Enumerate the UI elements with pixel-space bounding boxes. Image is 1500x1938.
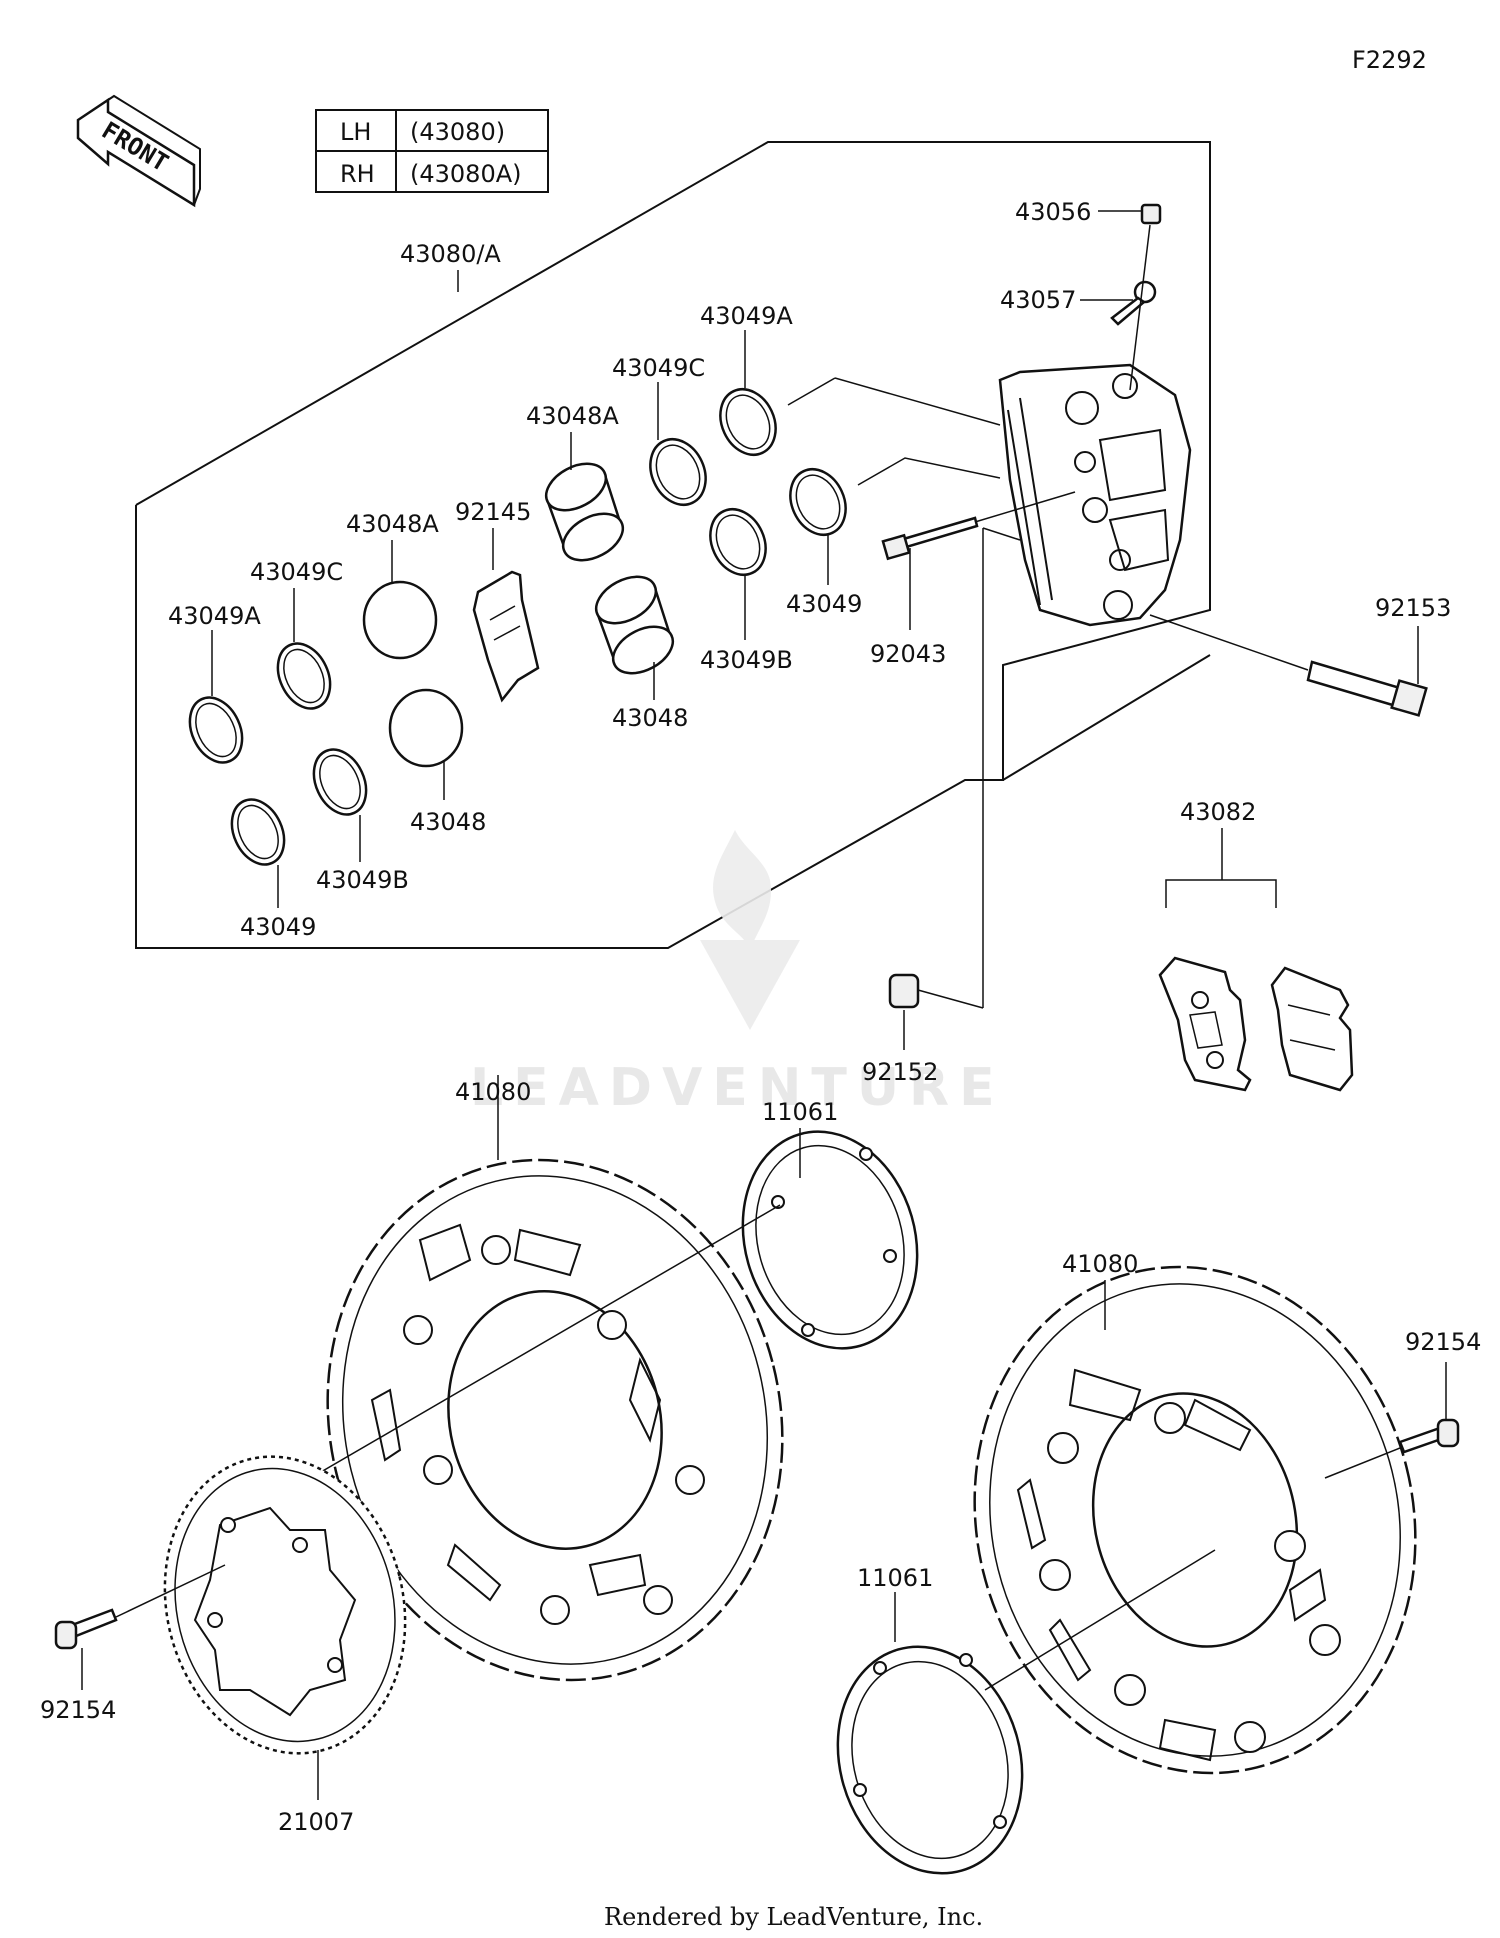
label-shim-right: 11061 [857,1564,933,1592]
seal-43049a-top: 43049A [700,302,793,456]
piston-43048-left: 43048 [388,688,486,836]
label-disc-bolt-left: 92154 [40,1696,116,1724]
label-pad-spring: 92145 [455,498,531,526]
assembly-outline [135,141,1211,949]
seal-43049a-left: 43049A [168,602,261,764]
label-disc-left: 41080 [455,1078,531,1106]
label-seal-a-top: 43049A [700,302,793,330]
watermark-logo: LEADVENTURE [470,830,1005,1118]
bleeder-valve: 43057 [1000,224,1157,391]
front-arrow-icon: FRONT [76,94,201,208]
label-seal-right: 43049 [786,590,862,618]
footer-credit: Rendered by LeadVenture, Inc. [604,1903,983,1931]
label-disc-right: 41080 [1062,1250,1138,1278]
table-part-rh: (43080A) [410,160,522,188]
seal-43049c-top: 43049C [612,354,707,506]
diagram-code: F2292 [1352,46,1427,74]
watermark-text: LEADVENTURE [470,1058,1005,1118]
label-seal-left: 43049 [240,913,316,941]
piston-43048-right: 43048 [594,575,688,732]
label-piston-left: 43048 [410,808,486,836]
table-side-rh: RH [340,160,375,188]
collar: 92152 [862,527,1021,1086]
piston-43048a-top: 43048A [526,402,625,562]
seal-43049b-right: 43049B [700,508,793,674]
label-pad-set: 43082 [1180,798,1256,826]
assembly-table: LH (43080) RH (43080A) [315,109,549,193]
pad-spring: 92145 [455,498,540,703]
caliper-body [998,363,1192,627]
shim-right: 11061 [836,1564,1024,1875]
label-piston-a-left: 43048A [346,510,439,538]
abs-sensor-rotor: 21007 [163,1455,407,1836]
label-seal-b-left: 43049B [316,866,409,894]
label-bleeder-cap: 43056 [1015,198,1091,226]
seal-43049b-left: 43049B [312,748,409,894]
caliper-bolt: 92153 [1149,594,1451,717]
label-seal-a-left: 43049A [168,602,261,630]
label-collar: 92152 [862,1058,938,1086]
shim-left: 11061 [741,1098,919,1350]
seal-43049-left: 43049 [230,798,316,941]
label-seal-b-right: 43049B [700,646,793,674]
seal-43049c-left: 43049C [250,558,343,710]
label-assembly: 43080/A [400,240,501,268]
table-part-lh: (43080) [410,118,505,146]
bleeder-cap: 43056 [1015,198,1162,226]
pad-pin: 92043 [870,491,1076,668]
brake-pad-set: 43082 [1158,798,1354,1092]
table-side-lh: LH [340,118,371,146]
brake-disc-right: 41080 [973,1250,1417,1775]
label-seal-c-left: 43049C [250,558,343,586]
brake-disc-left: 41080 [326,1075,784,1682]
assembly-outline-inner [1002,654,1211,781]
label-pad-pin: 92043 [870,640,946,668]
disc-bolt-left: 92154 [40,1564,226,1724]
label-piston-a-top: 43048A [526,402,619,430]
label-bleeder-valve: 43057 [1000,286,1076,314]
label-disc-bolt-right: 92154 [1405,1328,1481,1356]
label-shim-left: 11061 [762,1098,838,1126]
label-caliper-bolt: 92153 [1375,594,1451,622]
disc-bolt-right: 92154 [1324,1328,1481,1479]
label-piston-right: 43048 [612,704,688,732]
label-sensor-rotor: 21007 [278,1808,354,1836]
seal-43049-right: 43049 [786,468,862,618]
label-seal-c-top: 43049C [612,354,705,382]
piston-43048a-left: 43048A [346,510,439,660]
